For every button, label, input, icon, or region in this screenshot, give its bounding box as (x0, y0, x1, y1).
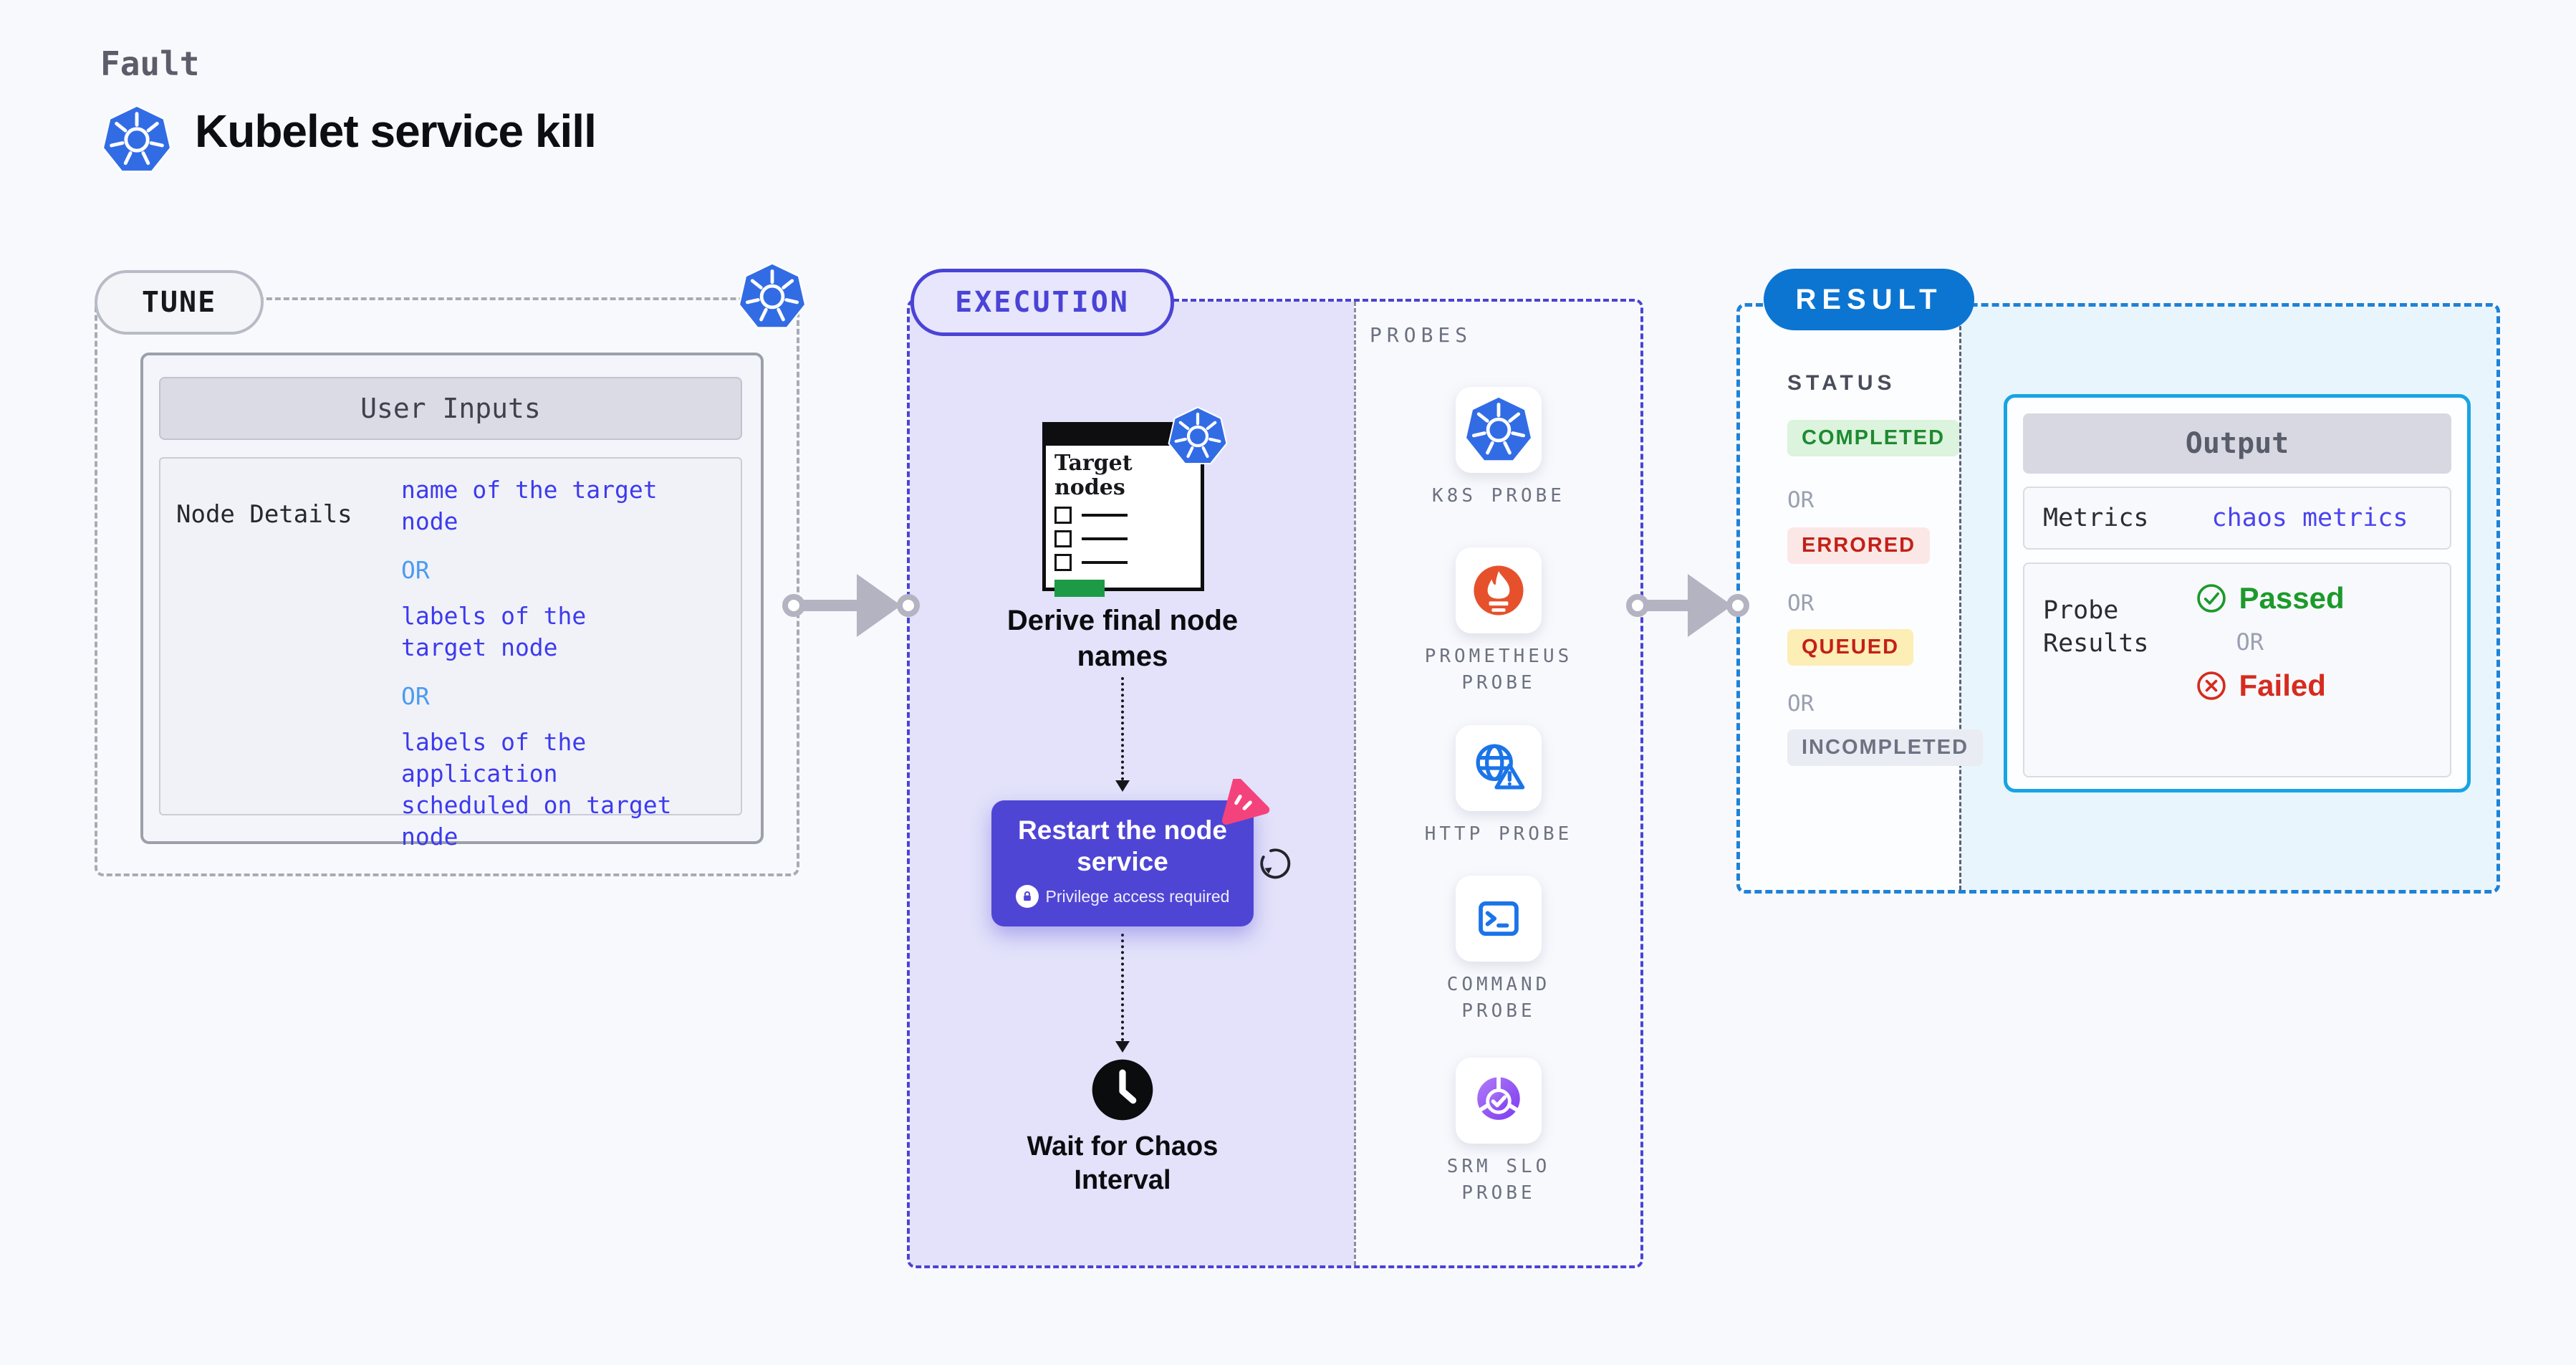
restart-node-service-card: Restart the node service Privilege acces… (991, 800, 1254, 926)
privilege-note-text: Privilege access required (1045, 886, 1230, 906)
arrow-head-icon (1688, 574, 1732, 637)
node-checkbox-row (1054, 507, 1192, 524)
kubernetes-badge-icon (738, 261, 807, 332)
connector-dot (1726, 594, 1749, 617)
or-separator: OR (401, 556, 430, 584)
clock-icon (1090, 1057, 1155, 1123)
arrow-line (794, 600, 858, 611)
or-separator: OR (1787, 691, 1815, 717)
result-divider (1959, 307, 1961, 890)
confirm-button-shape (1054, 580, 1105, 597)
connector-dot (1626, 594, 1649, 617)
or-separator: OR (1787, 590, 1815, 616)
flow-connector (1121, 934, 1124, 1041)
srm-slo-probe-card (1456, 1058, 1542, 1144)
output-panel: Output Metrics chaos metrics Probe Resul… (2004, 394, 2471, 792)
checkbox-icon (1054, 554, 1072, 571)
check-circle-icon (2195, 582, 2228, 615)
arrow-down-icon (1115, 780, 1130, 792)
fault-kicker: Fault (100, 44, 200, 83)
srm-slo-probe-label: SRM SLO PROBE (1446, 1156, 1551, 1204)
probes-label: PROBES (1370, 323, 1473, 347)
k8s-probe-label: K8S PROBE (1432, 485, 1565, 507)
option-node-name: name of the target node (401, 476, 658, 535)
retry-loop-icon (1255, 843, 1295, 883)
prometheus-probe-card (1456, 547, 1542, 633)
k8s-probe-card (1456, 387, 1542, 473)
command-probe-label: COMMAND PROBE (1446, 974, 1551, 1022)
chaos-fault-icon (1221, 779, 1272, 830)
node-checkbox-row (1054, 530, 1192, 547)
x-circle-icon (2195, 669, 2228, 702)
option-app-labels: labels of the application scheduled on t… (401, 728, 672, 851)
metrics-row: Metrics chaos metrics (2023, 487, 2451, 550)
target-nodes-title: Target nodes (1054, 451, 1133, 500)
connector-dot (897, 594, 920, 617)
failed-label: Failed (2239, 669, 2326, 702)
slo-pie-check-icon (1464, 1066, 1533, 1135)
node-checkbox-row (1054, 554, 1192, 571)
status-badge-errored: ERRORED (1787, 527, 1931, 564)
passed-row: Passed (2195, 581, 2345, 616)
privilege-note: Privilege access required (991, 885, 1254, 908)
status-column (1740, 307, 1959, 890)
metrics-label: Metrics (2043, 504, 2149, 532)
flow-connector (1121, 677, 1124, 780)
connector-dot (782, 594, 805, 617)
http-probe-card (1456, 725, 1542, 811)
command-probe-card (1456, 876, 1542, 962)
passed-label: Passed (2239, 581, 2345, 615)
arrow-down-icon (1115, 1041, 1130, 1053)
k8s-icon (1464, 396, 1533, 464)
result-pill: RESULT (1764, 269, 1974, 330)
lock-icon (1015, 885, 1039, 908)
execution-pill: EXECUTION (910, 269, 1174, 336)
prometheus-probe-label: PROMETHEUS PROBE (1424, 646, 1573, 694)
result-section: STATUS COMPLETED OR ERRORED OR QUEUED OR… (1736, 303, 2500, 894)
output-header: Output (2023, 413, 2451, 474)
probes-divider (1354, 302, 1356, 1265)
tune-section (95, 297, 799, 876)
probe-results-label: Probe Results (2043, 596, 2149, 658)
globe-warning-icon (1464, 734, 1533, 803)
failed-row: Failed (2195, 669, 2345, 703)
or-separator: OR (401, 682, 430, 710)
tune-pill: TUNE (95, 270, 264, 335)
arrow-line (1638, 600, 1692, 611)
restart-node-service-label: Restart the node service (1018, 815, 1227, 876)
kubernetes-logo-icon (102, 103, 172, 176)
user-inputs-header: User Inputs (159, 377, 742, 440)
wait-chaos-interval-step: Wait for Chaos Interval (1027, 1131, 1219, 1195)
node-details-options: name of the target node OR labels of the… (401, 474, 738, 870)
node-details-label: Node Details (176, 500, 352, 529)
metrics-value: chaos metrics (2211, 504, 2408, 532)
option-node-labels: labels of the target node (401, 602, 587, 661)
arrow-head-icon (857, 574, 901, 637)
probe-results-row: Probe Results Passed OR Failed (2023, 562, 2451, 777)
checkbox-icon (1054, 530, 1072, 547)
or-separator: OR (1787, 487, 1815, 513)
node-line (1082, 537, 1128, 540)
terminal-icon (1464, 884, 1533, 953)
node-line (1082, 514, 1128, 517)
status-label: STATUS (1787, 371, 1896, 395)
checkbox-icon (1054, 507, 1072, 524)
page-title: Kubelet service kill (195, 105, 597, 157)
status-badge-queued: QUEUED (1787, 629, 1914, 666)
execution-section: PROBES Target nodes Derive final node na… (907, 299, 1643, 1268)
derive-node-names-step: Derive final node names (1006, 605, 1239, 672)
user-inputs-table (159, 457, 742, 815)
node-line (1082, 561, 1128, 564)
or-separator: OR (2236, 628, 2264, 656)
status-badge-completed: COMPLETED (1787, 420, 1960, 456)
http-probe-label: HTTP PROBE (1424, 823, 1573, 845)
status-badge-incompleted: INCOMPLETED (1787, 729, 1984, 766)
kubernetes-badge-icon (1168, 405, 1228, 468)
prometheus-icon (1464, 556, 1533, 625)
